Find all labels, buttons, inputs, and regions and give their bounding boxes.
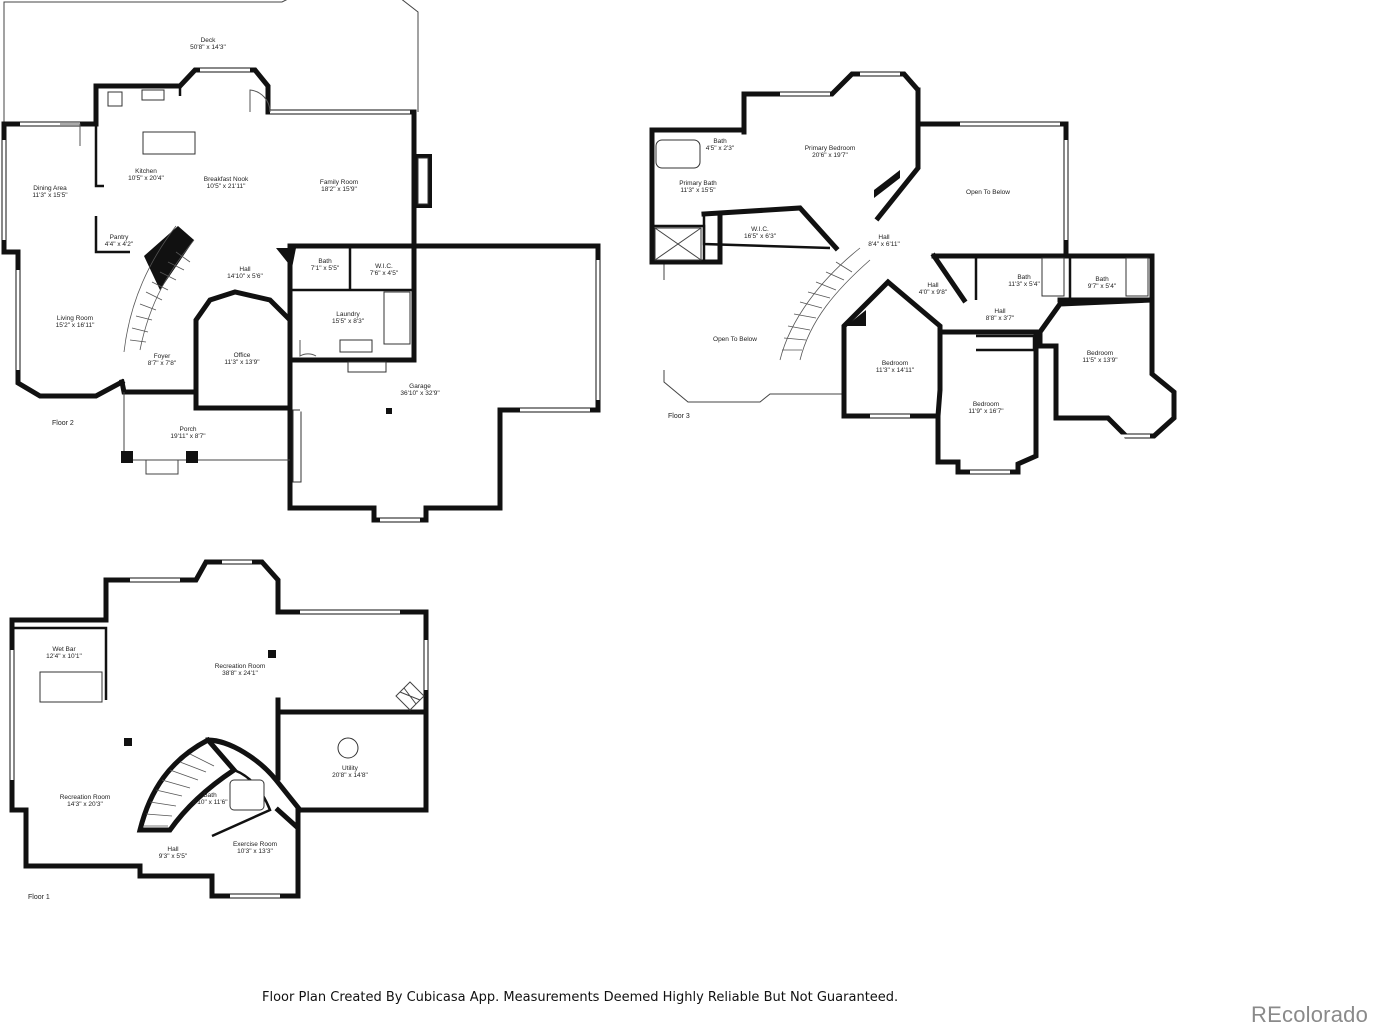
room-dims: 15'5" x 8'3" [332,318,365,325]
floor-2-room-labels: Deck 50'8" x 14'3" Dining Area 11'3" x 1… [32,37,440,440]
room-name: W.I.C. [751,226,769,233]
room-name: Bath [713,138,727,145]
room-dims: 36'10" x 32'9" [400,390,440,397]
room-name: Laundry [336,311,360,318]
room-dims: 11'9" x 16'7" [968,408,1004,415]
room-dims: 6'10" x 11'6" [192,799,228,806]
room-dims: 4'5" x 2'3" [706,145,735,152]
room-dims: 8'4" x 6'11" [868,241,900,248]
room-name: Breakfast Nook [204,176,249,183]
room-name: Foyer [154,353,171,360]
room-name: Garage [409,383,431,390]
room-name: Dining Area [33,185,67,192]
room-name: Bath [203,792,217,799]
room-dims: 50'8" x 14'3" [190,44,226,51]
room-name: Primary Bedroom [805,145,856,152]
room-name: Utility [342,765,359,772]
brand-watermark: REcolorado [1251,1002,1368,1027]
room-name: Wet Bar [52,646,76,653]
floor-3-plan [649,71,1177,475]
floor-1-room-labels: Wet Bar 12'4" x 10'1" Recreation Room 38… [46,646,368,860]
room-dims: 14'3" x 20'3" [67,801,103,808]
room-name: Open To Below [966,189,1010,196]
room-dims: 15'2" x 16'11" [56,322,95,329]
floor-3-room-labels: Bath 4'5" x 2'3" Primary Bedroom 20'6" x… [679,138,1118,415]
room-name: Family Room [320,179,358,186]
floor-2-label: Floor 2 [52,420,74,427]
room-dims: 10'5" x 21'11" [207,183,246,190]
room-dims: 14'10" x 5'6" [227,273,263,280]
room-dims: 11'3" x 5'4" [1008,281,1040,288]
room-dims: 7'1" x 5'5" [311,265,340,272]
room-name: Exercise Room [233,841,277,848]
room-name: Hall [994,308,1006,315]
floor-1-plan [9,559,429,899]
room-dims: 11'3" x 15'5" [32,192,68,199]
room-dims: 9'7" x 5'4" [1088,283,1117,290]
room-name: Deck [201,37,217,44]
floor-1-label: Floor 1 [28,894,50,901]
room-name: Bath [1017,274,1031,281]
room-name: Bath [1095,276,1109,283]
room-name: Bedroom [1087,350,1113,357]
room-dims: 18'2" x 15'9" [321,186,357,193]
room-name: Bedroom [882,360,908,367]
room-dims: 20'8" x 14'8" [332,772,368,779]
room-name: Bedroom [973,401,999,408]
room-name: Kitchen [135,168,157,175]
room-name: Living Room [57,315,93,322]
room-dims: 11'3" x 15'5" [680,187,716,194]
room-name: W.I.C. [375,263,393,270]
floor-2-plan [1,0,601,523]
room-name: Recreation Room [60,794,111,801]
room-dims: 11'5" x 13'9" [1082,357,1118,364]
room-dims: 4'4" x 4'2" [105,241,134,248]
room-name: Open To Below [713,336,757,343]
room-name: Office [234,352,251,359]
room-name: Porch [180,426,197,433]
room-name: Bath [318,258,332,265]
room-dims: 11'3" x 14'11" [876,367,915,374]
room-name: Pantry [110,234,130,241]
footer-disclaimer: Floor Plan Created By Cubicasa App. Meas… [262,990,899,1005]
room-name: Hall [927,282,939,289]
room-name: Primary Bath [679,180,717,187]
room-dims: 19'11" x 8'7" [170,433,206,440]
room-dims: 9'3" x 5'5" [159,853,188,860]
floor-3-label: Floor 3 [668,413,690,420]
room-dims: 8'8" x 3'7" [986,315,1015,322]
room-dims: 10'5" x 20'4" [128,175,164,182]
room-name: Hall [239,266,251,273]
room-dims: 7'6" x 4'5" [370,270,399,277]
room-dims: 38'8" x 24'1" [222,670,258,677]
room-dims: 8'7" x 7'8" [148,360,177,367]
room-dims: 20'6" x 19'7" [812,152,848,159]
room-dims: 12'4" x 10'1" [46,653,82,660]
room-name: Recreation Room [215,663,266,670]
room-dims: 11'3" x 13'9" [224,359,260,366]
room-dims: 4'0" x 9'8" [919,289,948,296]
room-name: Hall [878,234,890,241]
room-dims: 16'5" x 6'3" [744,233,777,240]
room-name: Hall [167,846,179,853]
room-dims: 10'3" x 13'3" [237,848,273,855]
